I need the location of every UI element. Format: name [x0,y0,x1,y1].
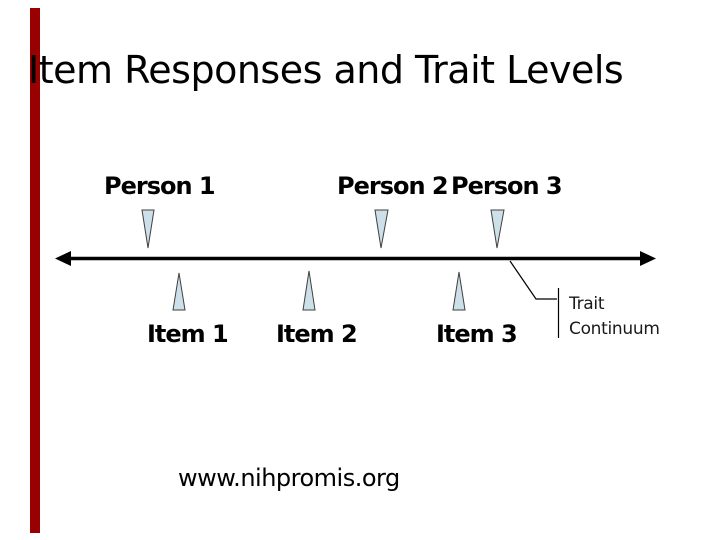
accent-bar [30,8,40,533]
callout-connector-line [509,260,557,300]
item-1-marker-up-wedge-icon [172,272,186,311]
item-3-marker-up-wedge-icon [452,271,466,311]
item-3-label: Item 3 [436,320,518,348]
person-1-label: Person 1 [104,172,216,200]
axis-right-arrow-icon [640,251,656,266]
trait-continuum-label: Trait Continuum [569,292,660,342]
axis-left-arrow-icon [55,251,71,266]
person-2-marker-down-wedge-icon [374,209,389,249]
item-2-label: Item 2 [276,320,358,348]
slide-title: Item Responses and Trait Levels [28,48,624,92]
item-1-label: Item 1 [147,320,229,348]
trait-continuum-label-line2: Continuum [569,319,660,339]
item-2-marker-up-wedge-icon [302,270,316,311]
footer-url: www.nihpromis.org [178,464,400,492]
person-3-marker-down-wedge-icon [490,209,505,249]
person-3-label: Person 3 [451,172,563,200]
trait-continuum-label-line1: Trait [569,294,605,314]
person-2-label: Person 2 [337,172,449,200]
person-1-marker-down-wedge-icon [141,209,155,249]
